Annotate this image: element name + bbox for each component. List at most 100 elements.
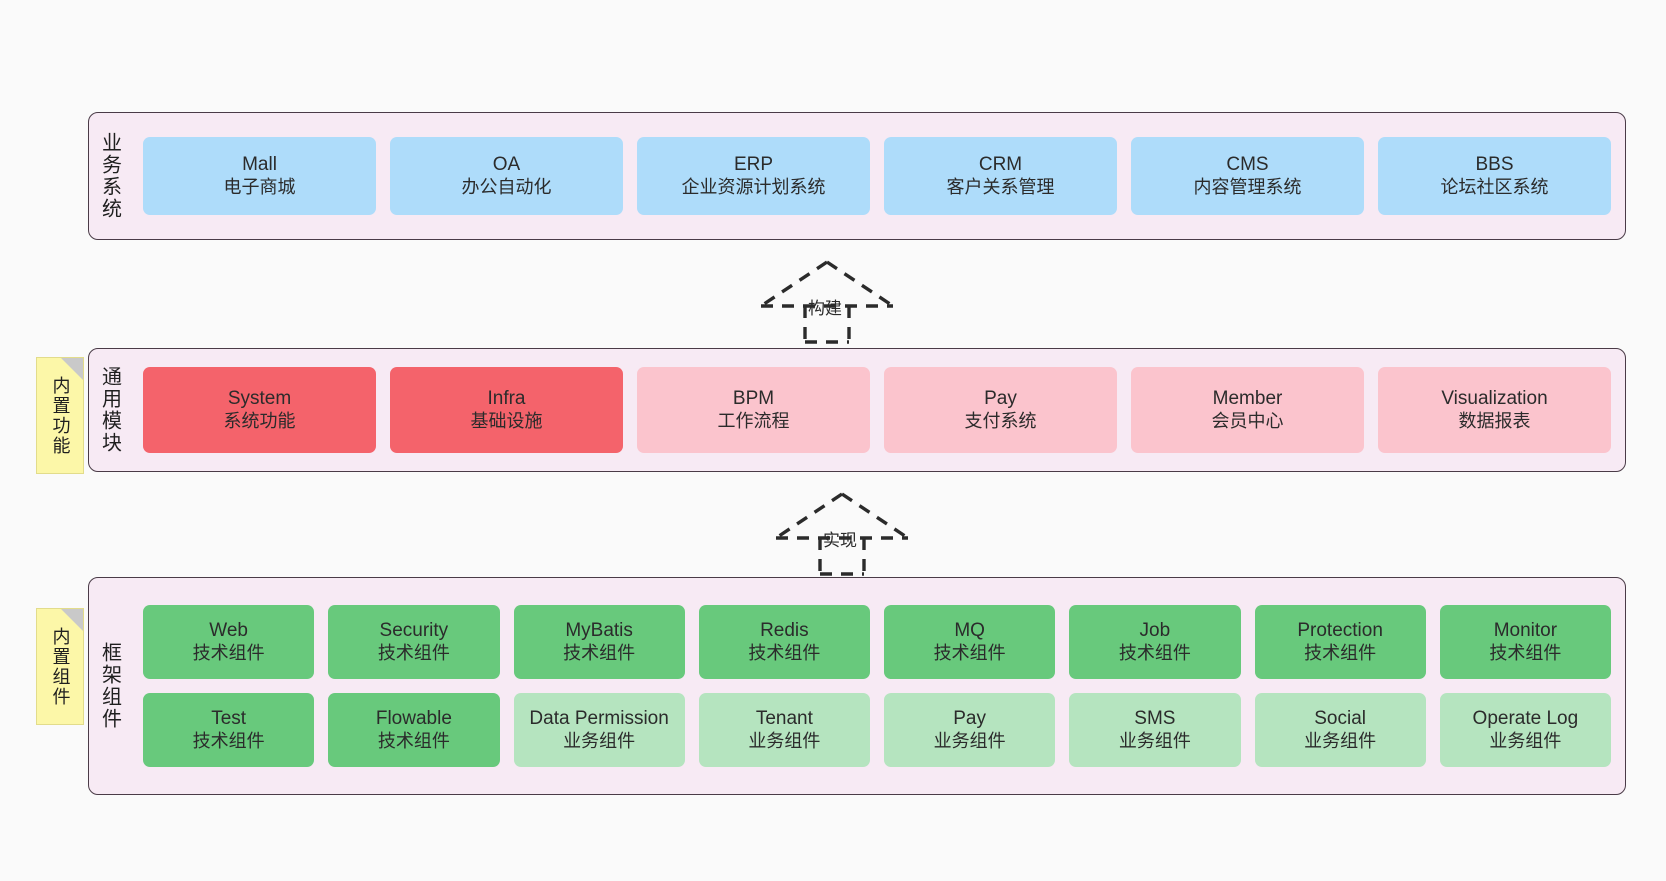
node-row: Web 技术组件 Security 技术组件 MyBatis 技术组件 Redi…: [143, 605, 1611, 679]
generalization-arrow-icon: [775, 492, 909, 576]
node-redis[interactable]: Redis 技术组件: [698, 605, 870, 679]
node-name: MQ: [954, 620, 985, 642]
node-name: Web: [209, 620, 248, 642]
node-name: Tenant: [755, 708, 813, 730]
node-test[interactable]: Test 技术组件: [143, 693, 315, 767]
connector-build: 构建: [757, 258, 897, 344]
node-name: ERP: [733, 154, 774, 176]
node-desc: 业务组件: [1304, 730, 1377, 751]
node-desc: 技术组件: [192, 642, 265, 663]
node-bpm[interactable]: BPM 工作流程: [637, 367, 870, 453]
node-desc: 技术组件: [748, 642, 821, 663]
node-name: Visualization: [1441, 388, 1548, 410]
node-desc: 业务组件: [933, 730, 1006, 751]
node-member[interactable]: Member 会员中心: [1131, 367, 1364, 453]
node-protection[interactable]: Protection 技术组件: [1254, 605, 1426, 679]
node-desc: 技术组件: [1118, 642, 1191, 663]
sticky-note-builtin-features: 内置功能: [36, 357, 84, 474]
node-name: Flowable: [375, 708, 452, 730]
node-desc: 业务组件: [1489, 730, 1562, 751]
node-row: System 系统功能 Infra 基础设施 BPM 工作流程 Pay 支付系统…: [143, 367, 1611, 453]
node-sms[interactable]: SMS 业务组件: [1069, 693, 1241, 767]
node-web[interactable]: Web 技术组件: [143, 605, 315, 679]
node-desc: 数据报表: [1458, 410, 1531, 431]
node-desc: 业务组件: [748, 730, 821, 751]
node-desc: 客户关系管理: [946, 176, 1055, 197]
node-pay-biz[interactable]: Pay 业务组件: [884, 693, 1056, 767]
node-flowable[interactable]: Flowable 技术组件: [328, 693, 500, 767]
node-tenant[interactable]: Tenant 业务组件: [698, 693, 870, 767]
node-erp[interactable]: ERP 企业资源计划系统: [637, 137, 870, 215]
node-desc: 技术组件: [933, 642, 1006, 663]
node-system[interactable]: System 系统功能: [143, 367, 376, 453]
node-name: System: [227, 388, 292, 410]
sticky-note-label: 内置功能: [50, 375, 71, 456]
node-desc: 技术组件: [377, 642, 450, 663]
node-desc: 基础设施: [470, 410, 543, 431]
node-name: Monitor: [1493, 620, 1558, 642]
node-name: Job: [1139, 620, 1171, 642]
node-desc: 工作流程: [717, 410, 790, 431]
node-desc: 电子商城: [223, 176, 296, 197]
node-name: OA: [492, 154, 521, 176]
node-name: CRM: [978, 154, 1023, 176]
node-desc: 业务组件: [563, 730, 636, 751]
layer-body-common-module: System 系统功能 Infra 基础设施 BPM 工作流程 Pay 支付系统…: [129, 349, 1625, 471]
node-desc: 办公自动化: [461, 176, 552, 197]
node-visualization[interactable]: Visualization 数据报表: [1378, 367, 1611, 453]
node-name: MyBatis: [565, 620, 633, 642]
node-social[interactable]: Social 业务组件: [1254, 693, 1426, 767]
node-name: Protection: [1297, 620, 1383, 642]
node-mq[interactable]: MQ 技术组件: [884, 605, 1056, 679]
node-cms[interactable]: CMS 内容管理系统: [1131, 137, 1364, 215]
node-job[interactable]: Job 技术组件: [1069, 605, 1241, 679]
node-desc: 技术组件: [1489, 642, 1562, 663]
layer-business-system: 业务系统 Mall 电子商城 OA 办公自动化 ERP 企业资源计划系统 CRM…: [88, 112, 1626, 240]
node-row: Test 技术组件 Flowable 技术组件 Data Permission …: [143, 693, 1611, 767]
generalization-arrow-icon: [760, 260, 894, 344]
node-desc: 内容管理系统: [1193, 176, 1302, 197]
node-name: Security: [379, 620, 449, 642]
node-name: CMS: [1226, 154, 1269, 176]
node-name: BPM: [732, 388, 775, 410]
node-monitor[interactable]: Monitor 技术组件: [1439, 605, 1611, 679]
sticky-note-label: 内置组件: [50, 626, 71, 707]
layer-framework-component: 框架组件 Web 技术组件 Security 技术组件 MyBatis 技术组件…: [88, 577, 1626, 795]
node-bbs[interactable]: BBS 论坛社区系统: [1378, 137, 1611, 215]
connector-implement: 实现: [772, 490, 912, 576]
node-name: Operate Log: [1472, 708, 1579, 730]
node-desc: 技术组件: [1304, 642, 1377, 663]
node-name: BBS: [1475, 154, 1514, 176]
layer-body-business-system: Mall 电子商城 OA 办公自动化 ERP 企业资源计划系统 CRM 客户关系…: [129, 113, 1625, 239]
node-row: Mall 电子商城 OA 办公自动化 ERP 企业资源计划系统 CRM 客户关系…: [143, 137, 1611, 215]
connector-label-build: 构建: [808, 299, 842, 318]
node-name: Mall: [242, 154, 277, 176]
node-mall[interactable]: Mall 电子商城: [143, 137, 376, 215]
layer-title-framework-component: 框架组件: [98, 642, 121, 730]
node-name: Member: [1212, 388, 1283, 410]
node-mybatis[interactable]: MyBatis 技术组件: [513, 605, 685, 679]
node-infra[interactable]: Infra 基础设施: [390, 367, 623, 453]
node-name: Social: [1314, 708, 1366, 730]
node-security[interactable]: Security 技术组件: [328, 605, 500, 679]
node-oa[interactable]: OA 办公自动化: [390, 137, 623, 215]
node-desc: 技术组件: [377, 730, 450, 751]
node-desc: 企业资源计划系统: [681, 176, 826, 197]
node-name: Redis: [760, 620, 809, 642]
node-name: Test: [211, 708, 247, 730]
node-crm[interactable]: CRM 客户关系管理: [884, 137, 1117, 215]
sticky-note-builtin-components: 内置组件: [36, 608, 84, 725]
node-desc: 会员中心: [1211, 410, 1284, 431]
node-desc: 技术组件: [192, 730, 265, 751]
layer-body-framework-component: Web 技术组件 Security 技术组件 MyBatis 技术组件 Redi…: [129, 578, 1625, 794]
node-operate-log[interactable]: Operate Log 业务组件: [1439, 693, 1611, 767]
node-pay[interactable]: Pay 支付系统: [884, 367, 1117, 453]
node-name: Data Permission: [529, 708, 669, 730]
layer-common-module: 通用模块 System 系统功能 Infra 基础设施 BPM 工作流程 Pay…: [88, 348, 1626, 472]
node-desc: 论坛社区系统: [1440, 176, 1549, 197]
layer-title-common-module: 通用模块: [98, 366, 121, 454]
node-desc: 支付系统: [964, 410, 1037, 431]
node-name: SMS: [1134, 708, 1176, 730]
node-data-permission[interactable]: Data Permission 业务组件: [513, 693, 685, 767]
